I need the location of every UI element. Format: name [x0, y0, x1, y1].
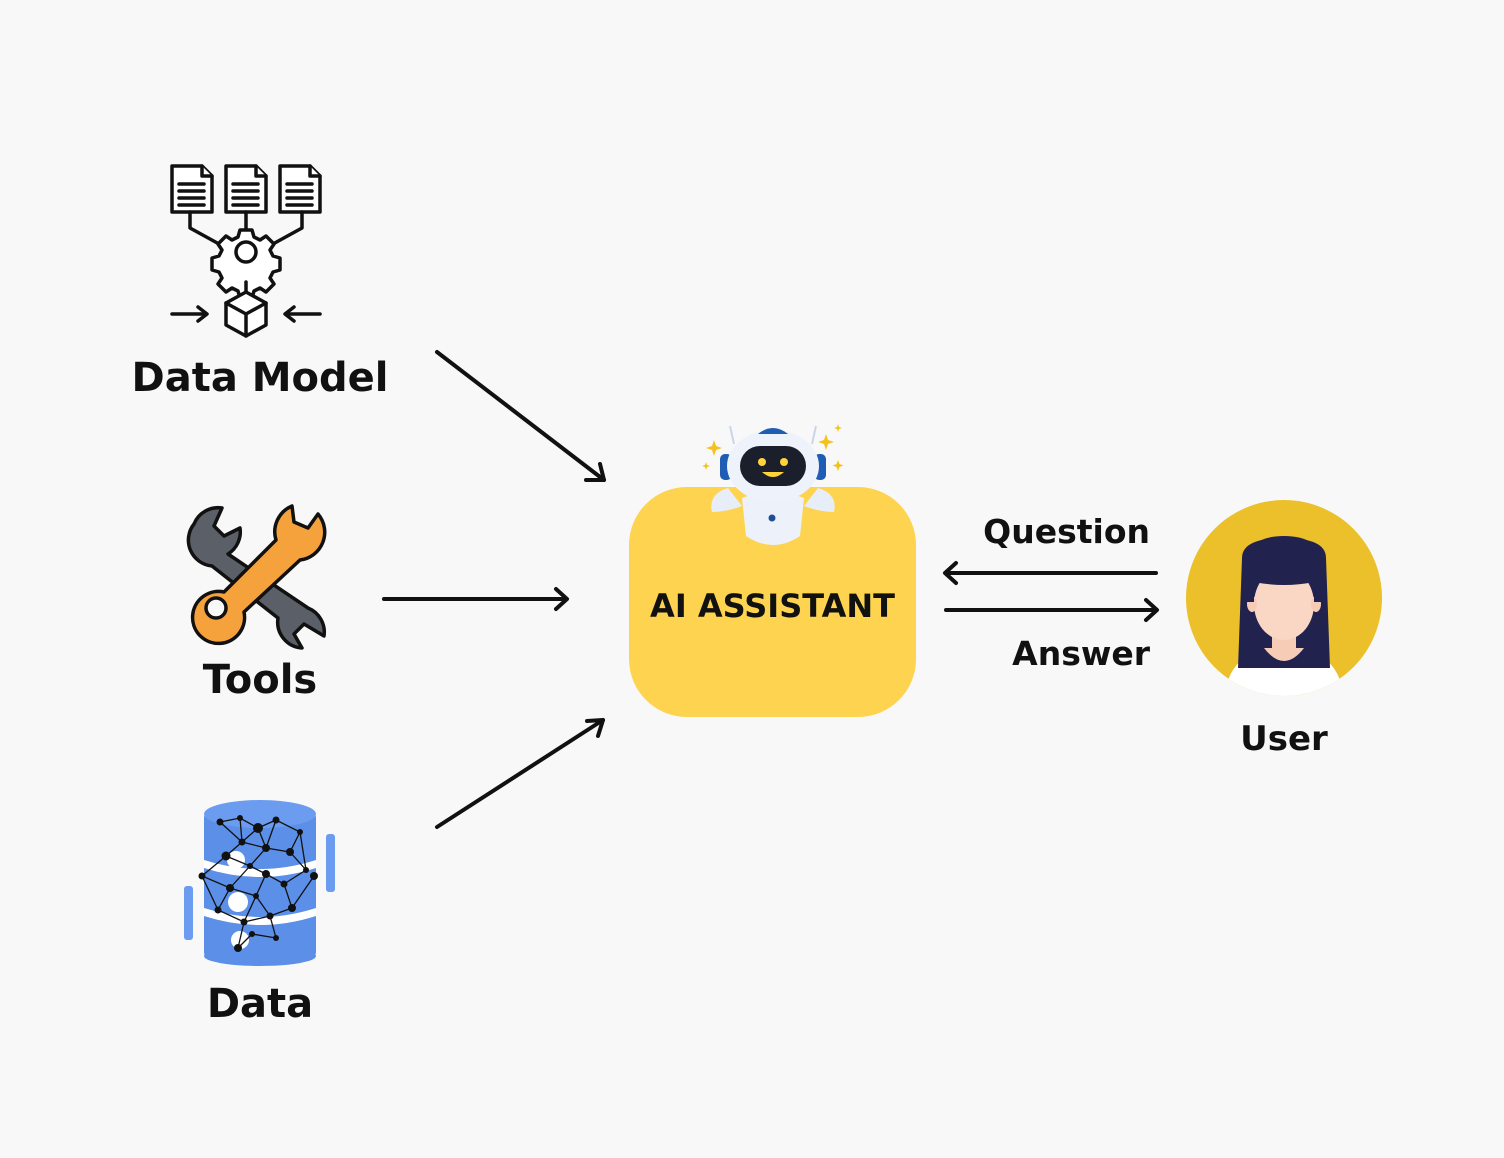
document-icon [224, 164, 268, 214]
cube-icon [224, 290, 268, 338]
arrow-answer [944, 598, 1159, 622]
user-avatar-icon [1186, 500, 1382, 696]
answer-label: Answer [1012, 634, 1150, 673]
arrow-tools-to-assistant [382, 587, 569, 611]
arrow-data-model-to-assistant [435, 350, 606, 482]
tools-label: Tools [202, 657, 318, 703]
document-icon [278, 164, 322, 214]
orange-wrench-icon [190, 504, 327, 646]
robot-icon [702, 424, 844, 545]
data-model-icon [170, 164, 322, 338]
wrench-icon [186, 504, 327, 650]
document-icon [170, 164, 214, 214]
arrow-data-to-assistant [435, 718, 605, 829]
data-label: Data [206, 981, 314, 1027]
data-model-label: Data Model [131, 355, 389, 401]
ai-assistant-label: AI ASSISTANT [650, 587, 895, 625]
database-network-icon [184, 800, 335, 966]
arrow-question [943, 561, 1158, 585]
question-label: Question [983, 512, 1150, 551]
user-label: User [1240, 719, 1328, 759]
